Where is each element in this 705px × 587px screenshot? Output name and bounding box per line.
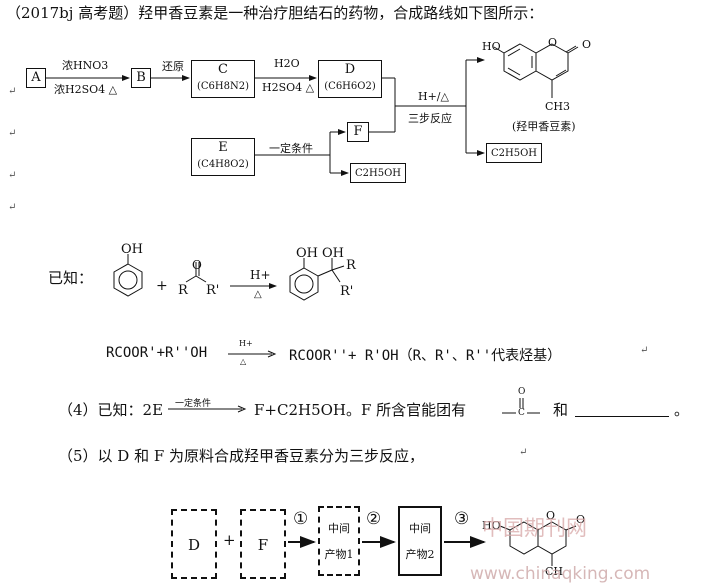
q4-condition: 一定条件: [175, 399, 212, 409]
eq2-arrow: [228, 350, 277, 358]
product-oh1: OH: [296, 246, 318, 261]
carbonyl-c: C: [518, 408, 525, 418]
reagent-final-top: H+/△: [418, 90, 449, 103]
reagent-cd-bottom: H2SO4 △: [262, 81, 315, 94]
final-byproduct-box: C2H5OH: [486, 143, 542, 163]
known-plus: +: [156, 278, 168, 294]
paragraph-mark: ↵: [8, 202, 17, 213]
product-name: (羟甲香豆素): [512, 120, 576, 133]
ketone-r: R: [178, 283, 188, 298]
flow-product-ch: CH: [545, 565, 564, 578]
product-carbonyl-oxygen: O: [582, 38, 592, 51]
product-oh2: OH: [322, 246, 344, 261]
known-reaction-1: [113, 254, 345, 301]
eq2-cond-bottom: △: [240, 357, 247, 366]
q4-arrow: [168, 405, 247, 413]
eq2-right: RCOOR''+ R'OH（R、R'、R''代表烃基）: [289, 348, 562, 364]
compound-c-box: C (C6H8N2): [191, 60, 255, 98]
eq2-left: RCOOR'+R''OH: [106, 345, 208, 361]
ketone-o: O: [192, 258, 202, 272]
q4-answer-blank[interactable]: [575, 416, 669, 417]
paragraph-mark: ↵: [8, 170, 17, 181]
reagent-cd-top: H2O: [274, 57, 300, 70]
paragraph-mark: ↵: [519, 447, 528, 458]
catalyst-h: H+: [250, 268, 271, 282]
reagent-bc: 还原: [162, 60, 184, 73]
flow-product-o1: O: [546, 509, 556, 522]
flow-f-box: F: [240, 509, 286, 579]
ketone-rprime: R': [206, 283, 220, 298]
reagent-final-bottom: 三步反应: [408, 112, 452, 125]
paragraph-mark: ↵: [8, 128, 17, 139]
paragraph-mark: ↵: [8, 86, 17, 97]
compound-d-box: D (C6H6O2): [318, 60, 382, 98]
problem-header: （2017bj 高考题）羟甲香豆素是一种治疗胆结石的药物，合成路线如下图所示：: [6, 4, 544, 22]
watermark-url: www.chinaqking.com: [470, 564, 651, 584]
phenol-oh: OH: [121, 242, 143, 257]
product-r: R: [346, 258, 356, 273]
phenol-aromatic-circle: [118, 270, 138, 290]
flow-product-o2: O: [576, 513, 586, 526]
route-arrows: [46, 43, 579, 176]
carbonyl-o: O: [518, 387, 526, 397]
q4-prefix: （4）已知：2E: [58, 401, 164, 419]
question-5: （5）以 D 和 F 为原料合成羟甲香豆素分为三步反应，: [58, 447, 425, 465]
product-ring: [289, 267, 319, 301]
hymecromone-structure: [493, 43, 579, 98]
flow-intermediate-2: 中间 产物2: [398, 506, 442, 576]
reagent-ab-bottom: 浓H2SO4 △: [54, 83, 118, 96]
watermark-cn: 中国期刊网: [482, 516, 587, 540]
compound-b-box: B: [131, 68, 151, 88]
carbonyl-group-drawing: [502, 398, 540, 414]
flow-step-3: ③: [454, 509, 470, 529]
catalyst-heat: △: [254, 289, 262, 300]
product-rprime: R': [340, 284, 354, 299]
compound-a-box: A: [26, 68, 46, 88]
product-methyl: CH3: [545, 100, 571, 113]
flow-plus: +: [223, 531, 236, 549]
eq2-cond-top: H+: [239, 339, 253, 348]
flow-arrows: [288, 521, 577, 566]
q4-and: 和: [553, 401, 569, 419]
q4-end: 。: [674, 401, 690, 419]
phenol-ring: [113, 263, 143, 297]
reagent-ef: 一定条件: [269, 142, 313, 155]
q4-suffix: F+C2H5OH。F 所含官能团有: [254, 401, 467, 419]
flow-intermediate-1: 中间 产物1: [318, 506, 360, 576]
flow-product-structure: [499, 521, 577, 566]
compound-e-box: E (C4H8O2): [191, 138, 255, 176]
product-ring-oxygen: O: [548, 36, 558, 49]
flow-d-box: D: [171, 509, 217, 579]
paragraph-mark: ↵: [640, 345, 649, 356]
flow-step-2: ②: [366, 509, 382, 529]
flow-step-1: ①: [293, 509, 309, 529]
reagent-ab-top: 浓HNO3: [62, 59, 109, 72]
product-ho-label: HO: [482, 40, 501, 53]
compound-f-box: F: [347, 122, 369, 142]
byproduct-ethanol-box: C2H5OH: [350, 163, 406, 183]
known-label: 已知：: [48, 269, 94, 287]
flow-product-ho: HO: [482, 519, 501, 532]
